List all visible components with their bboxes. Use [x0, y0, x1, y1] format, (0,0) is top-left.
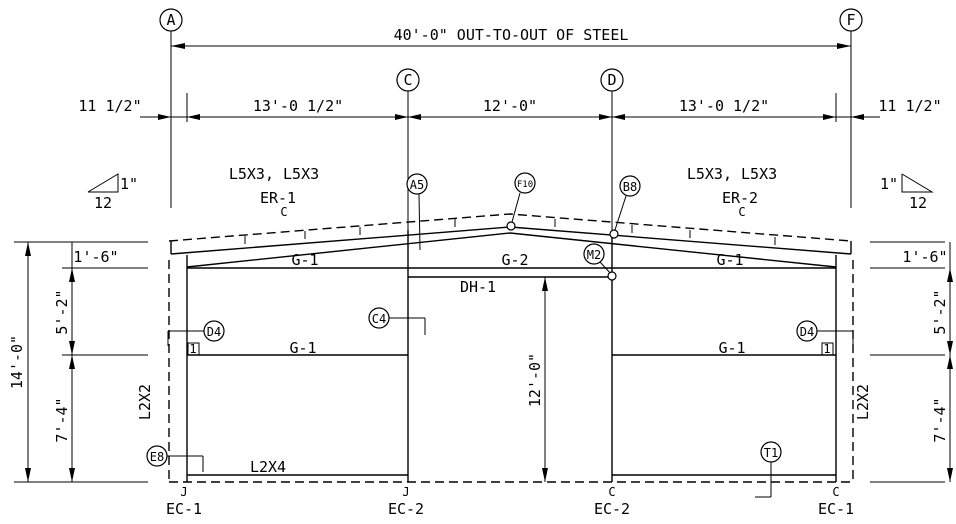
ec2-d-mark: C [608, 485, 615, 499]
height-total-label: 14'-0" [8, 335, 26, 389]
grid-bubble-a: A [159, 8, 183, 32]
grid-bubble-d: D [600, 68, 624, 92]
door-height-dimension: 12'-0" [526, 277, 548, 482]
slope-symbol-left: 1" 12 [87, 173, 138, 212]
bay-2-label: 12'-0" [483, 97, 537, 115]
grid-bubble-f: F [839, 8, 863, 32]
svg-text:T1: T1 [764, 446, 778, 460]
girts [187, 267, 836, 476]
right-low-dim-label: 7'-4" [931, 397, 949, 442]
callout-a5: A5 [406, 173, 428, 251]
callout-f10: F10 [511, 172, 536, 223]
right-mid-dim-label: 5'-2" [931, 289, 949, 334]
callout-c4: C4 [368, 307, 426, 335]
callout-b8: B8 [609, 175, 641, 239]
svg-text:A5: A5 [410, 178, 424, 192]
box-1-left: 1 [187, 342, 200, 356]
overall-dimension-label: 40'-0" OUT-TO-OUT OF STEEL [394, 26, 629, 44]
ec2-c-label: EC-2 [388, 500, 424, 518]
er1-channel-symbol: C [280, 205, 287, 219]
dh1-label: DH-1 [460, 278, 496, 296]
left-offset-label: 11 1/2" [78, 97, 141, 115]
right-top-dim-label: 1'-6" [902, 248, 947, 266]
door-height-label: 12'-0" [526, 353, 544, 407]
callout-d4-right: D4 [796, 320, 854, 346]
grid-label-a: A [166, 11, 175, 29]
slope-left-run: 12 [94, 194, 112, 212]
overall-dimension: 40'-0" OUT-TO-OUT OF STEEL [171, 26, 851, 49]
grid-label-f: F [846, 11, 855, 29]
ec2-d-label: EC-2 [594, 500, 630, 518]
callout-d4-left: D4 [167, 320, 225, 346]
callout-t1: T1 [755, 441, 782, 498]
svg-text:D4: D4 [800, 325, 814, 339]
callout-e8: E8 [146, 445, 204, 472]
columns [168, 230, 854, 483]
svg-text:1: 1 [189, 342, 196, 356]
svg-text:F10: F10 [517, 180, 533, 190]
er2-channel-symbol: C [738, 205, 745, 219]
g2-top-label: G-2 [501, 251, 528, 269]
left-mid-dim-label: 5'-2" [53, 289, 71, 334]
bay-dimensions: 11 1/2" 13'-0 1/2" 12'-0" 13'-0 1/2" 11 … [78, 97, 942, 120]
g1-left-mid-label: G-1 [289, 339, 316, 357]
right-height-dimensions: 1'-6" 5'-2" 7'-4" [870, 241, 953, 483]
svg-text:E8: E8 [150, 450, 164, 464]
ec1-left-label: EC-1 [166, 500, 202, 518]
er2-label: ER-2 [722, 189, 758, 207]
ec1-left-mark: J [180, 485, 187, 499]
slope-left-rise: 1" [120, 175, 138, 193]
g1-left-top-label: G-1 [291, 251, 318, 269]
grid-bubble-c: C [396, 68, 420, 92]
grid-label-d: D [607, 71, 616, 89]
box-1-right: 1 [821, 342, 834, 356]
ec2-c-mark: J [402, 485, 409, 499]
right-offset-label: 11 1/2" [878, 97, 941, 115]
er1-label: ER-1 [260, 189, 296, 207]
callout-m2: M2 [583, 243, 617, 281]
svg-text:M2: M2 [587, 248, 601, 262]
slope-right-rise: 1" [880, 175, 898, 193]
ec1-right-mark: C [832, 485, 839, 499]
g1-right-top-label: G-1 [716, 251, 743, 269]
bay-1-label: 13'-0 1/2" [253, 97, 343, 115]
right-rafter-label: L5X3, L5X3 [687, 165, 777, 183]
g1-right-mid-label: G-1 [718, 339, 745, 357]
left-low-dim-label: 7'-4" [53, 397, 71, 442]
svg-text:1: 1 [823, 342, 830, 356]
left-rafter-label: L5X3, L5X3 [229, 165, 319, 183]
svg-text:B8: B8 [623, 180, 637, 194]
slope-symbol-right: 1" 12 [880, 173, 934, 212]
ec1-right-label: EC-1 [818, 500, 854, 518]
roof-rafters [168, 213, 852, 268]
l2x4-label: L2X4 [250, 458, 286, 476]
svg-text:D4: D4 [207, 325, 221, 339]
left-height-dimensions: 14'-0" 1'-6" 5'-2" 7'-4" [8, 241, 148, 483]
l2x2-left-label: L2X2 [136, 384, 154, 420]
svg-text:C4: C4 [372, 312, 386, 326]
slope-right-run: 12 [909, 194, 927, 212]
l2x2-right-label: L2X2 [854, 384, 872, 420]
bay-3-label: 13'-0 1/2" [679, 97, 769, 115]
left-top-dim-label: 1'-6" [73, 248, 118, 266]
grid-label-c: C [403, 71, 412, 89]
